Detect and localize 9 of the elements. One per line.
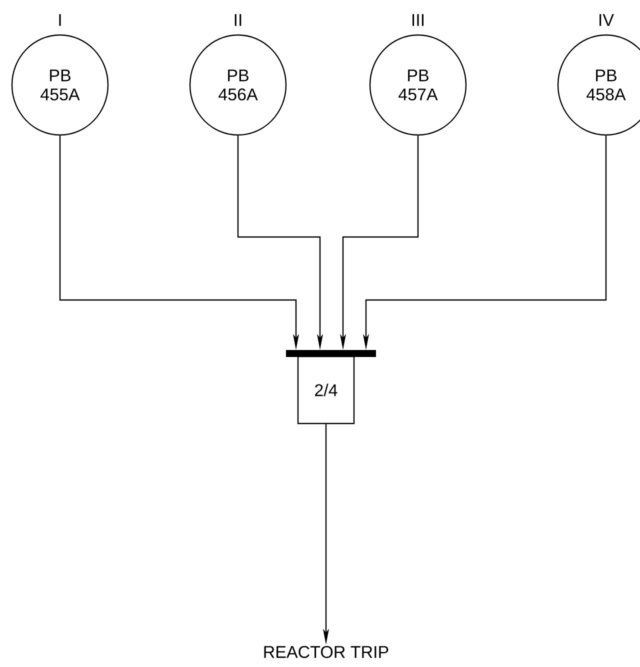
circle-node: PB 457A bbox=[369, 34, 467, 136]
channel-label: I bbox=[59, 14, 61, 26]
channel-label: III bbox=[412, 14, 424, 26]
channel-label: II bbox=[234, 14, 242, 26]
circle-node: PB 455A bbox=[11, 34, 109, 136]
circle-node: PB 456A bbox=[189, 34, 287, 136]
output-label: REACTOR TRIP bbox=[264, 646, 388, 658]
channel-label: IV bbox=[600, 14, 614, 26]
logic-gate: 2/4 bbox=[286, 350, 376, 424]
